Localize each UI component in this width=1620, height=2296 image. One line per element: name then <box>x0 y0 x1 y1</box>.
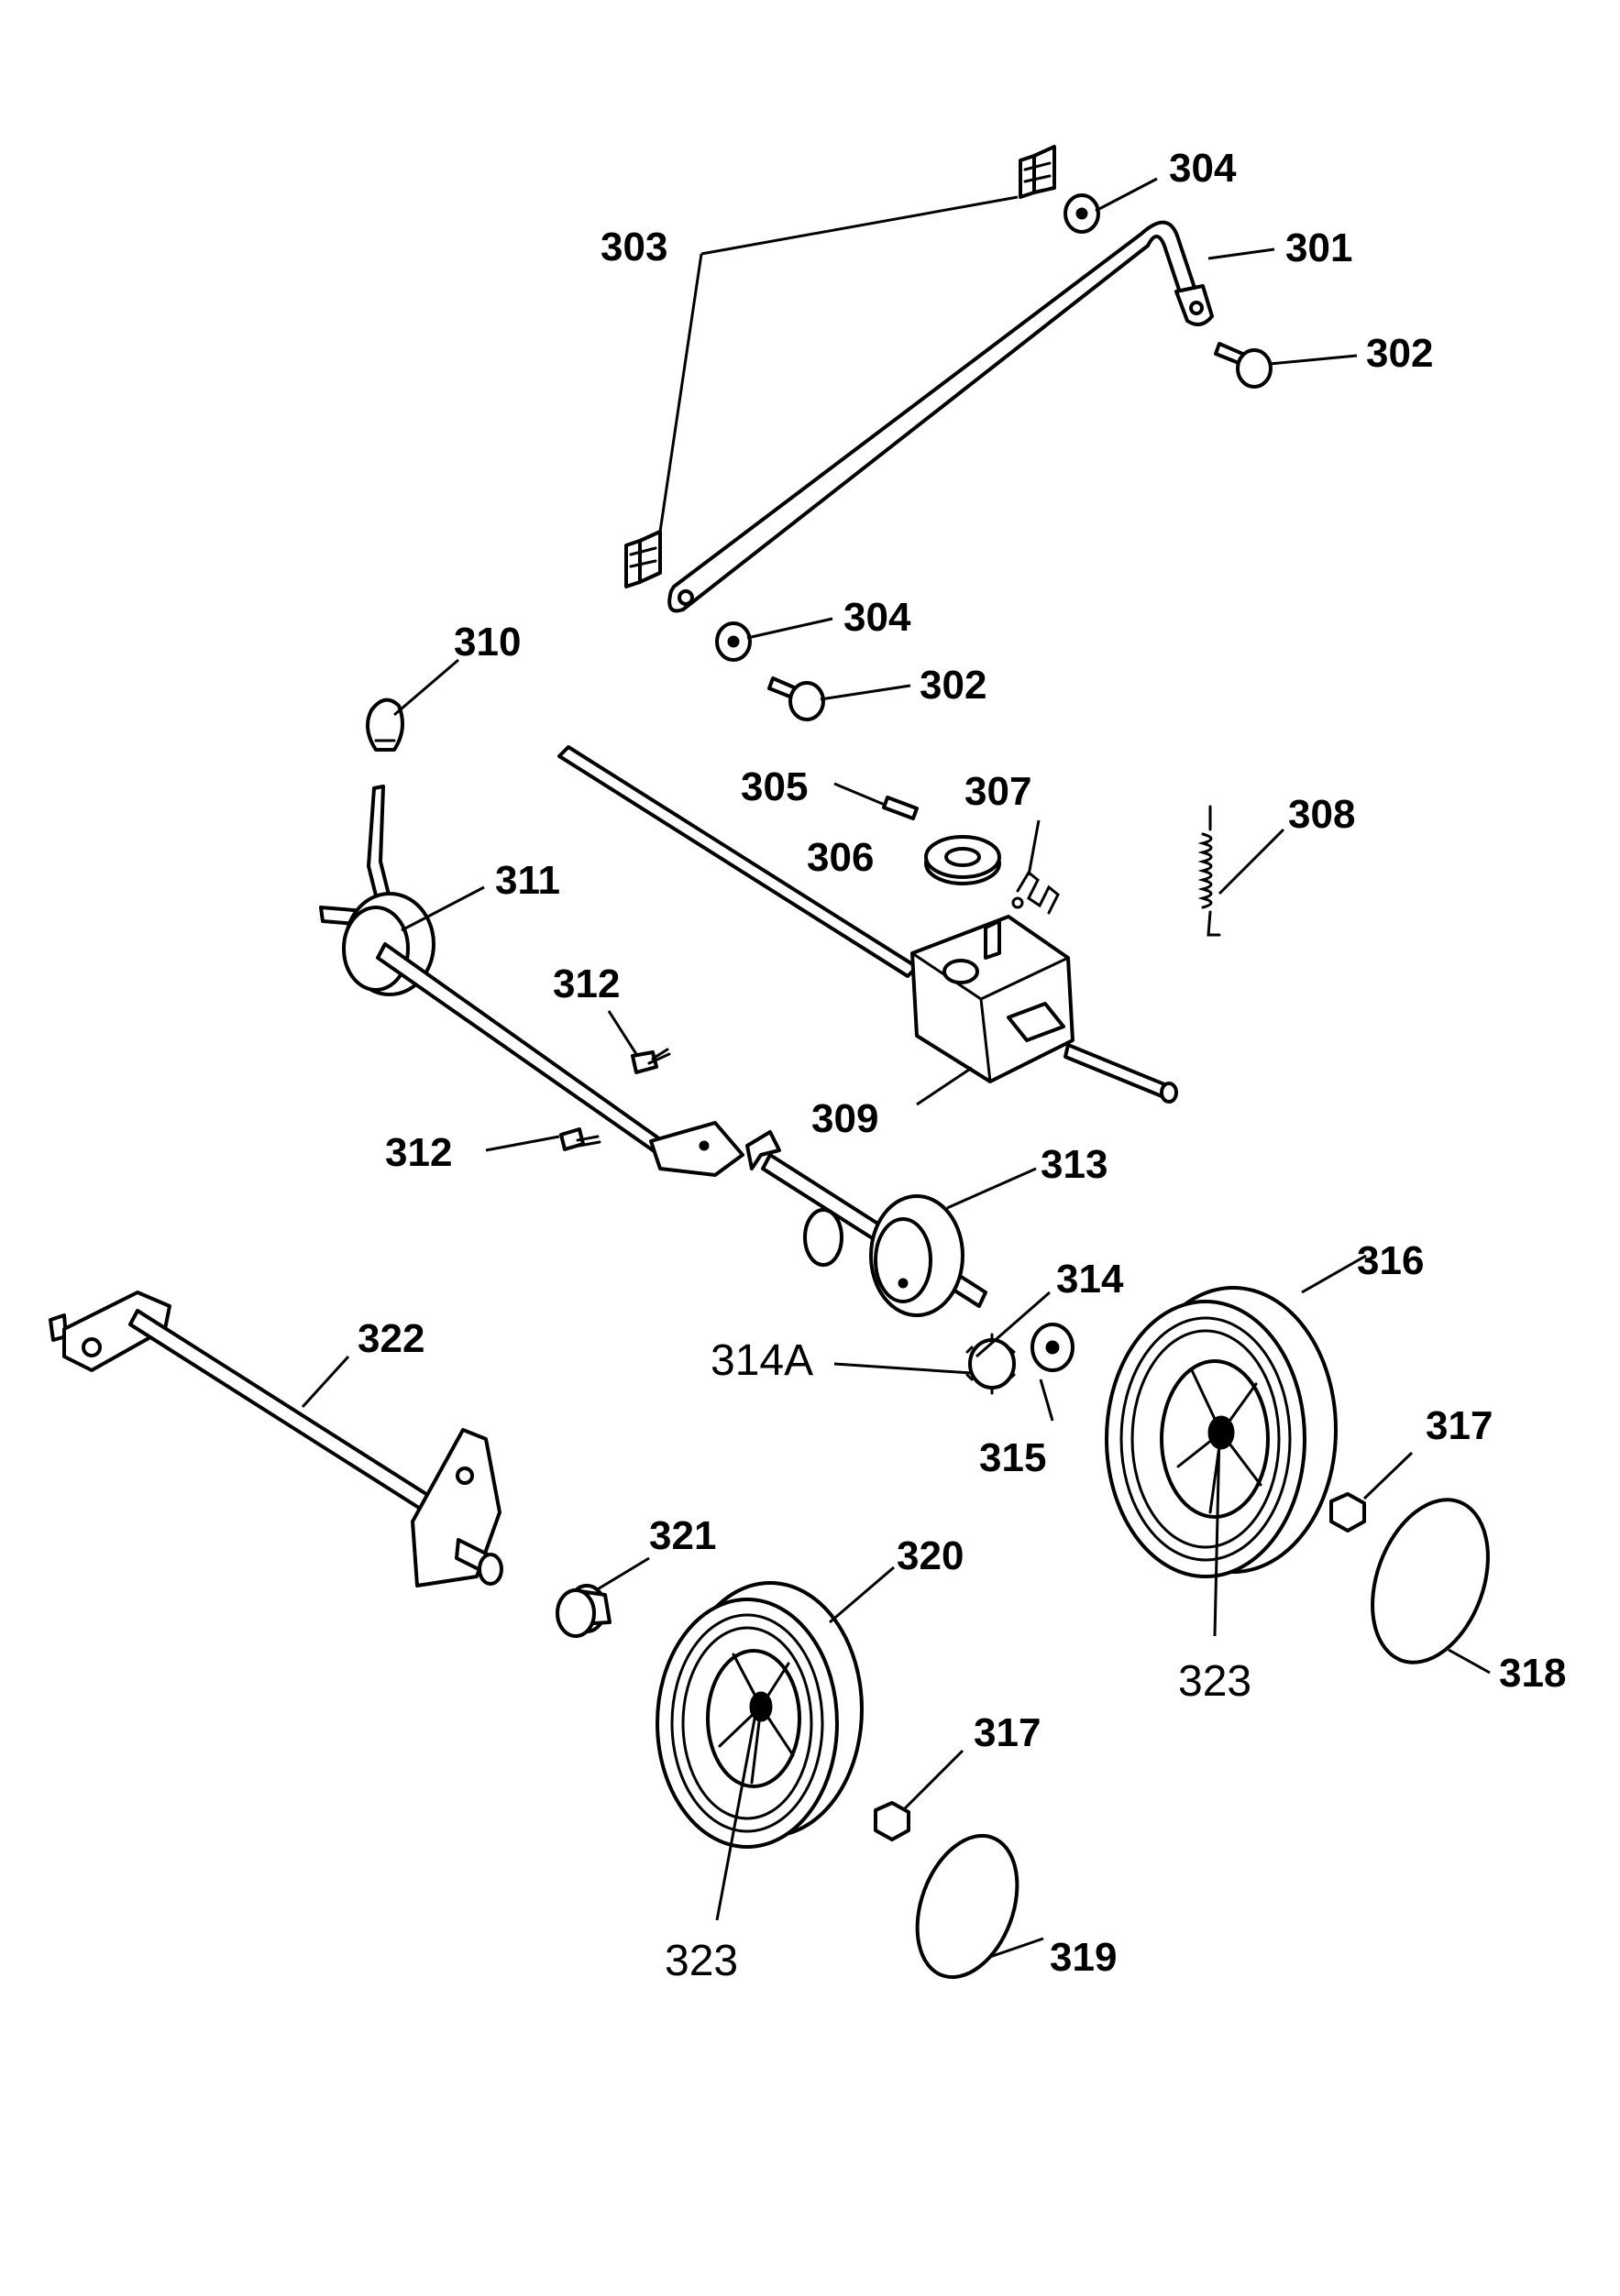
part-306-pulley <box>924 835 1001 885</box>
part-304-washer-top <box>1063 193 1100 234</box>
part-302-bolt-top <box>1214 342 1273 389</box>
part-303-leader-lines <box>658 195 1019 533</box>
part-313-clutch-shaft <box>745 1130 987 1317</box>
part-317-nut-front <box>874 1801 910 1841</box>
part-309-gearbox <box>557 745 1178 1104</box>
part-312-screw-lower <box>559 1127 601 1151</box>
part-301-handle-bar <box>667 220 1214 613</box>
label-318: 318 <box>1499 1651 1566 1696</box>
part-308-spring <box>1197 805 1221 937</box>
part-320-wheel-front <box>656 1581 864 1849</box>
label-306: 306 <box>807 835 874 880</box>
part-319-hub-cap <box>915 1833 1019 1980</box>
part-322-front-axle <box>49 1291 503 1587</box>
leader-lines <box>301 177 1491 1959</box>
label-307: 307 <box>964 769 1031 814</box>
part-307-spring <box>1011 870 1060 915</box>
label-323-rear: 323 <box>1178 1657 1251 1706</box>
label-304-top: 304 <box>1169 146 1237 191</box>
part-310-knob <box>366 698 404 752</box>
label-319: 319 <box>1050 1935 1117 1980</box>
label-314: 314 <box>1056 1257 1124 1302</box>
label-314a: 314A <box>711 1336 813 1385</box>
label-304-bottom: 304 <box>843 595 911 640</box>
label-321: 321 <box>649 1513 716 1558</box>
part-311-lever-shaft <box>319 785 744 1177</box>
label-312-lower: 312 <box>385 1130 452 1175</box>
part-317-nut-rear <box>1329 1492 1366 1532</box>
label-317-rear: 317 <box>1426 1403 1493 1448</box>
label-310: 310 <box>454 620 521 665</box>
label-315: 315 <box>979 1435 1046 1480</box>
label-320: 320 <box>897 1533 964 1578</box>
label-323-front: 323 <box>665 1937 738 1985</box>
label-309: 309 <box>811 1096 878 1141</box>
part-304-washer-bottom <box>715 621 752 662</box>
label-311: 311 <box>495 858 560 903</box>
part-303-bracket-top <box>1019 145 1056 199</box>
label-302-top: 302 <box>1366 331 1433 376</box>
part-302-bolt-bottom <box>767 676 825 721</box>
label-313: 313 <box>1041 1142 1108 1187</box>
part-303-bracket-bottom <box>624 530 662 588</box>
label-308: 308 <box>1288 792 1355 837</box>
part-321-spacer <box>556 1584 612 1638</box>
part-305-pin <box>882 796 919 820</box>
label-312-upper: 312 <box>553 961 620 1006</box>
label-305: 305 <box>741 764 808 809</box>
label-317-front: 317 <box>974 1710 1041 1755</box>
part-316-wheel-rear <box>1105 1286 1338 1578</box>
label-322: 322 <box>358 1316 424 1361</box>
label-303: 303 <box>601 225 667 269</box>
label-316: 316 <box>1357 1238 1424 1283</box>
part-315-washer <box>1030 1323 1074 1372</box>
label-302-bottom: 302 <box>920 663 986 708</box>
part-318-hub-cap <box>1371 1498 1490 1664</box>
label-301: 301 <box>1285 225 1352 270</box>
part-312-screw-upper <box>631 1048 671 1074</box>
